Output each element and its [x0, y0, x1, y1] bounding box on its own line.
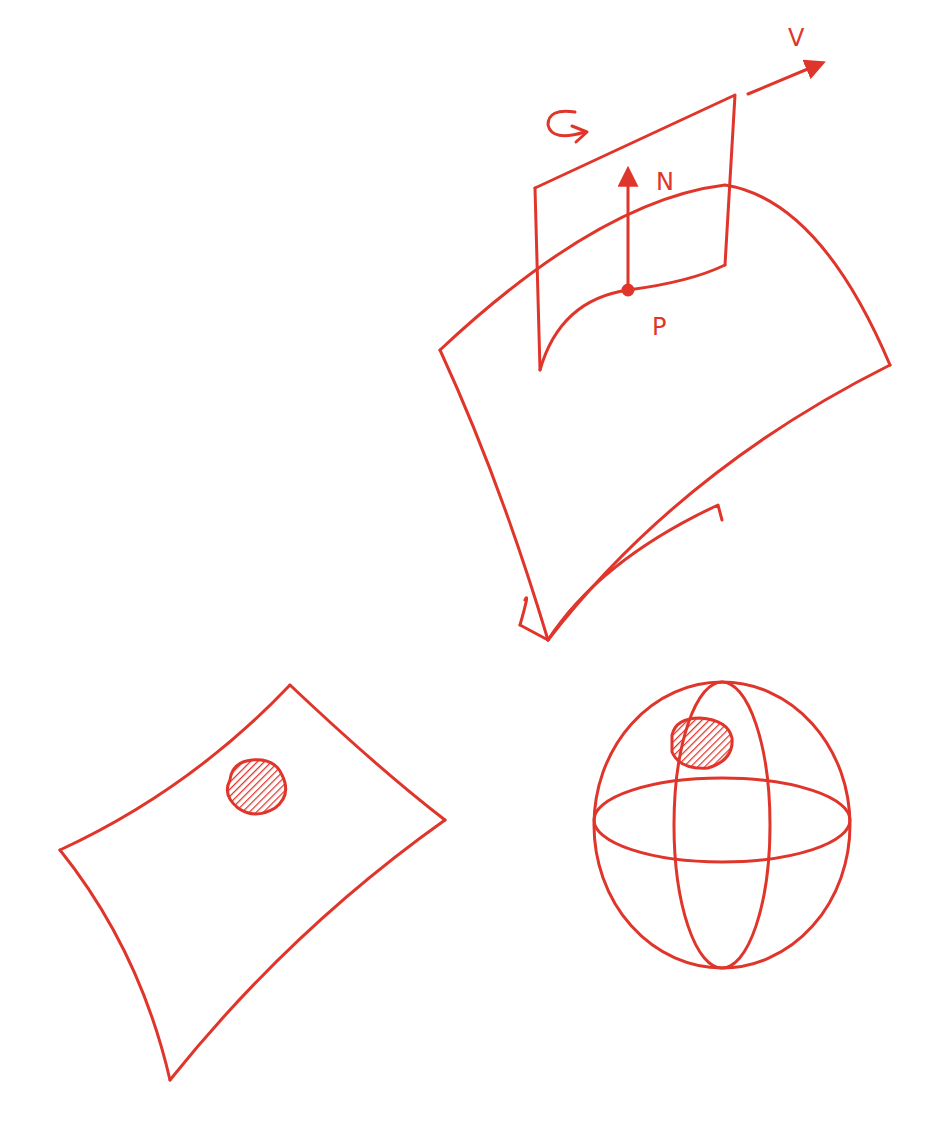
- tangent-arrow: [748, 63, 822, 94]
- surface-patch: [60, 685, 445, 1080]
- hatched-region: [227, 760, 285, 814]
- hatched-image-region: [672, 718, 732, 768]
- rotation-arrowhead: [572, 126, 587, 142]
- vector-label: V: [788, 26, 804, 50]
- gauss-sphere: [594, 682, 850, 968]
- normal-arrow: [627, 170, 630, 290]
- normal-plane: [535, 95, 735, 370]
- curved-surface: [440, 185, 890, 640]
- rotation-arrow: [548, 111, 585, 135]
- normal-label: N: [656, 170, 674, 194]
- point-dot: [623, 285, 633, 295]
- point-label: P: [652, 315, 666, 339]
